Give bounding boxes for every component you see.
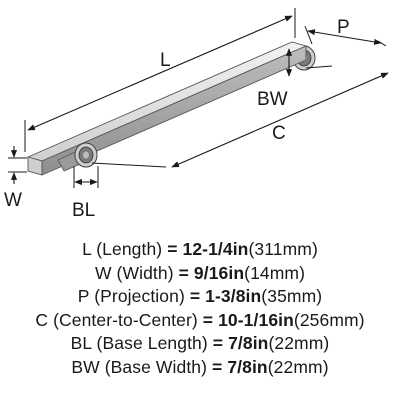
spec-value-imperial: 10-1/16in (218, 309, 294, 330)
spec-abbr: L (82, 239, 92, 259)
label-base-length: BL (72, 200, 95, 221)
spec-name: Base Length (102, 333, 202, 354)
spec-value-metric: 35mm (267, 286, 317, 307)
spec-value-imperial: 12-1/4in (182, 239, 249, 259)
spec-value-imperial: 9/16in (193, 262, 245, 283)
spec-name: Length (102, 239, 157, 259)
spec-value-imperial: 7/8in (227, 356, 268, 377)
spec-value-imperial: 1-3/8in (205, 286, 262, 307)
spec-name: Width (122, 262, 168, 283)
dimension-spec-list: L (Length) = 12-1/4in(311mm) W (Width) =… (0, 238, 400, 380)
spec-name: Projection (100, 286, 179, 307)
spec-abbr: BL (70, 333, 92, 354)
spec-value-metric: 256mm (299, 309, 359, 330)
spec-equals: = (167, 239, 178, 259)
spec-abbr: BW (71, 356, 100, 377)
dimension-base-length: BL (72, 166, 99, 221)
spec-value-metric: 14mm (250, 262, 300, 283)
dimension-length: L (24, 8, 296, 152)
label-width: W (4, 190, 22, 211)
spec-value-metric: 22mm (274, 333, 324, 354)
spec-row-length: L (Length) = 12-1/4in(311mm) (82, 239, 318, 259)
spec-value-metric: 311mm (254, 239, 312, 259)
spec-abbr: P (77, 286, 90, 307)
product-dimension-drawing: L P BW C W BL (4, 8, 389, 221)
spec-row-projection: P (Projection) = 1-3/8in(35mm) (77, 286, 323, 307)
spec-value-imperial: 7/8in (228, 333, 269, 354)
spec-abbr: W (94, 262, 112, 283)
spec-row-base-width: BW (Base Width) = 7/8in(22mm) (71, 356, 329, 377)
spec-equals: = (212, 333, 224, 354)
spec-name: Center-to-Center (59, 309, 192, 330)
spec-abbr: C (35, 309, 49, 330)
spec-row-center-to-center: C (Center-to-Center) = 10-1/16in(256mm) (35, 309, 365, 330)
dimension-center-to-center: C (91, 65, 389, 168)
label-center-to-center: C (272, 123, 286, 144)
label-base-width: BW (257, 89, 288, 110)
spec-equals: = (202, 309, 214, 330)
dimension-projection: P (304, 17, 387, 47)
spec-equals: = (189, 286, 201, 307)
spec-value-metric: 22mm (273, 356, 323, 377)
spec-equals: = (178, 262, 189, 283)
spec-row-base-length: BL (Base Length) = 7/8in(22mm) (70, 333, 330, 354)
label-length: L (160, 50, 171, 71)
spec-name: Base Width (110, 356, 202, 377)
spec-equals: = (212, 356, 223, 377)
spec-row-width: W (Width) = 9/16in(14mm) (94, 262, 306, 283)
left-post (57, 142, 98, 172)
label-projection: P (337, 17, 350, 38)
dimension-width: W (4, 146, 27, 211)
